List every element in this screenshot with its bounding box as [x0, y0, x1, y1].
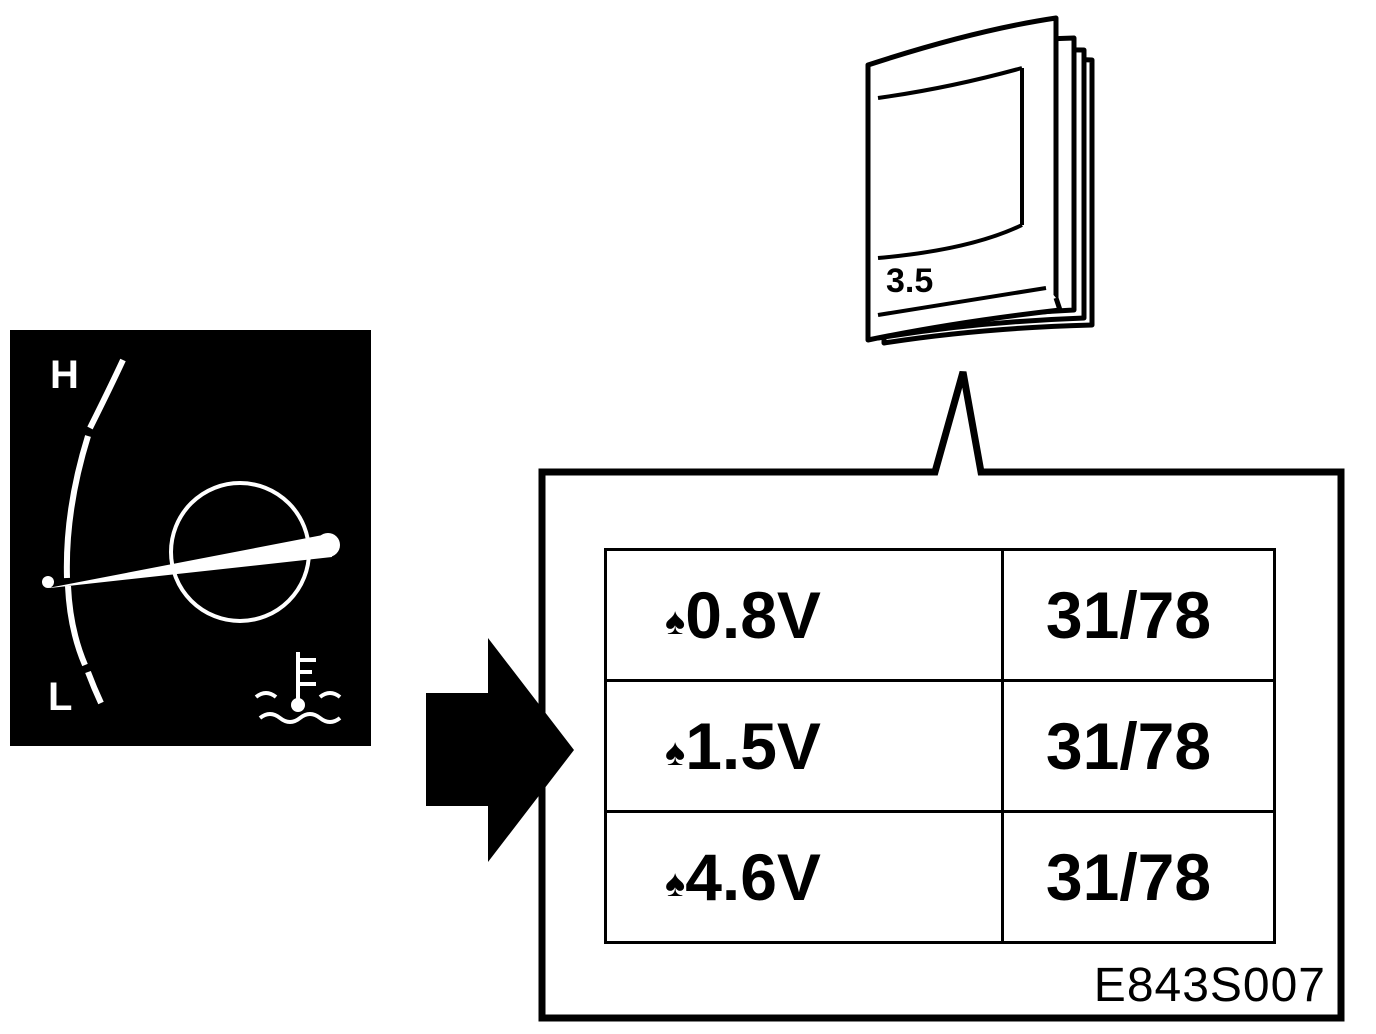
table-row: ♠0.8V 31/78: [604, 548, 1276, 682]
spade-icon: ♠: [665, 601, 686, 643]
table-row: ♠1.5V 31/78: [604, 679, 1276, 813]
figure-code: E843S007: [1093, 959, 1326, 1012]
terminal-cell: 31/78: [1001, 548, 1276, 682]
table-row: ♠4.6V 31/78: [604, 810, 1276, 944]
voltage-cell: ♠0.8V: [604, 548, 1004, 682]
voltage-table: ♠0.8V 31/78 ♠1.5V 31/78 ♠4.6V 31/78: [604, 548, 1276, 944]
voltage-cell: ♠4.6V: [604, 810, 1004, 944]
voltage-value: 4.6V: [685, 840, 821, 914]
terminal-cell: 31/78: [1001, 679, 1276, 813]
temperature-gauge: H L: [10, 330, 371, 746]
spade-icon: ♠: [665, 863, 686, 905]
gauge-low-label: L: [48, 675, 72, 719]
gauge-scale-arc: [63, 358, 126, 705]
manual-book-icon: 3.5: [865, 15, 1095, 346]
voltage-value: 1.5V: [685, 709, 821, 783]
gauge-needle: [42, 533, 340, 588]
manual-page-reference: 3.5: [886, 262, 933, 300]
coolant-temperature-icon: [254, 652, 342, 724]
callout-box: [538, 371, 1345, 1022]
right-arrow-icon: [426, 638, 574, 862]
voltage-value: 0.8V: [685, 578, 821, 652]
gauge-high-label: H: [50, 353, 79, 397]
terminal-cell: 31/78: [1001, 810, 1276, 944]
spade-icon: ♠: [665, 732, 686, 774]
voltage-cell: ♠1.5V: [604, 679, 1004, 813]
